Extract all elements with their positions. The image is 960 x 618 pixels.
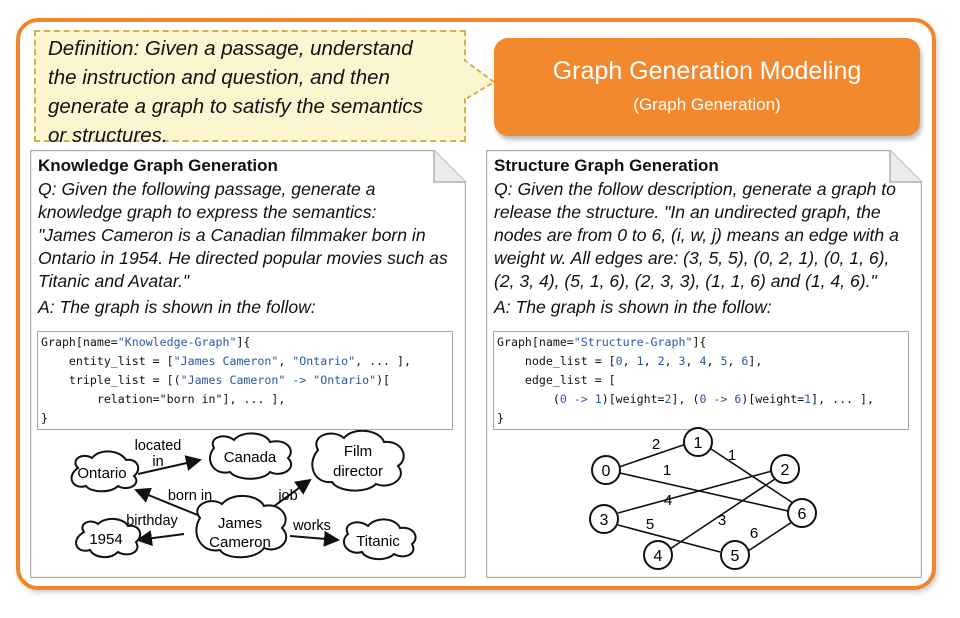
edge-weight: 3 [718, 512, 726, 529]
definition-line: Definition: Given a passage, understand [48, 37, 413, 60]
definition-line: generate a graph to satisfy the semantic… [48, 95, 423, 118]
question-line: Ontario in 1954. He directed popular mov… [38, 248, 448, 268]
edge-works [289, 530, 340, 547]
node-canada: Canada [209, 432, 293, 480]
edge-label: works [292, 518, 331, 534]
edge-weight: 1 [663, 462, 671, 479]
question-line: release the structure. "In an undirected… [494, 202, 881, 222]
graph-node-1: 1 [683, 427, 713, 457]
svg-text:2: 2 [781, 462, 790, 479]
knowledge-graph-diagram: Ontario Canada Film director 1954 James … [70, 430, 417, 560]
edge-weight: 2 [652, 436, 660, 453]
graph-edge [617, 470, 773, 514]
question-line: (2, 3, 4), (5, 1, 6), (2, 3, 3), (1, 1, … [494, 271, 877, 291]
node-james-cameron: James Cameron [195, 495, 288, 559]
graph-edge [617, 524, 721, 553]
edge-label: job [277, 488, 297, 504]
edge-located-in [137, 455, 202, 475]
edge-label: in [152, 454, 163, 470]
graph-generation-banner: Graph Generation Modeling (Graph Generat… [494, 38, 920, 136]
edge-birthday [136, 530, 185, 547]
graph-node-5: 5 [720, 540, 750, 570]
question-line: Q: Given the follow description, generat… [494, 179, 896, 199]
node-label: Cameron [209, 534, 271, 551]
question-line: Titanic and Avatar." [38, 271, 190, 291]
code-block: Graph[name="Structure-Graph"]{ node_list… [493, 331, 909, 430]
node-label: James [218, 515, 262, 532]
edge-label: birthday [126, 513, 178, 529]
edge-label: born in [168, 488, 212, 504]
node-label: Titanic [356, 533, 400, 550]
graph-node-0: 0 [591, 455, 621, 485]
graph-node-3: 3 [589, 504, 619, 534]
node-film-director: Film director [311, 430, 405, 492]
graph-node-4: 4 [643, 540, 673, 570]
question-line: weight w. All edges are: (3, 5, 5), (0, … [494, 248, 890, 268]
question-line: knowledge graph to express the semantics… [38, 202, 377, 222]
node-label: director [333, 463, 383, 480]
edge-weight: 4 [664, 492, 672, 509]
definition-box: Definition: Given a passage, understand … [34, 30, 466, 147]
node-1954: 1954 [75, 518, 142, 558]
edge-born-in [134, 487, 201, 517]
graph-edge [747, 521, 793, 552]
node-ontario: Ontario [70, 450, 140, 493]
structure-graph-diagram: 0 1 2 3 4 5 6 2 1 1 4 5 3 6 [589, 427, 817, 570]
question-line: Q: Given the following passage, generate… [38, 179, 376, 199]
answer-text: A: The graph is shown in the follow: [38, 297, 316, 317]
knowledge-graph-panel: Knowledge Graph Generation Q: Given the … [30, 150, 466, 578]
definition-line: the instruction and question, and then [48, 66, 390, 89]
svg-text:4: 4 [654, 548, 663, 565]
node-label: Canada [224, 449, 277, 466]
node-titanic: Titanic [343, 518, 417, 560]
graph-edge [669, 476, 779, 550]
question-line: nodes are from 0 to 6, (i, w, j) means a… [494, 225, 899, 245]
edge-weight: 6 [750, 525, 758, 542]
question-line: "James Cameron is a Canadian filmmaker b… [38, 225, 426, 245]
node-label: Film [344, 443, 372, 460]
svg-text:3: 3 [600, 512, 609, 529]
edge-weight: 1 [728, 447, 736, 464]
svg-text:6: 6 [798, 506, 807, 523]
question-text: Q: Given the following passage, generate… [38, 178, 468, 293]
panel-title: Structure Graph Generation [494, 156, 719, 175]
answer-text: A: The graph is shown in the follow: [494, 297, 772, 317]
graph-node-2: 2 [770, 454, 800, 484]
graph-node-6: 6 [787, 498, 817, 528]
banner-title: Graph Generation Modeling [552, 57, 862, 85]
panel-title: Knowledge Graph Generation [38, 156, 278, 175]
svg-text:5: 5 [731, 548, 740, 565]
question-text: Q: Given the follow description, generat… [494, 178, 924, 293]
graph-edge [619, 472, 789, 512]
structure-graph-panel: Structure Graph Generation Q: Given the … [486, 150, 922, 578]
svg-text:0: 0 [602, 463, 611, 480]
edge-label: located [135, 438, 182, 454]
node-label: 1954 [89, 531, 122, 548]
edge-weight: 5 [646, 516, 654, 533]
definition-line: or structures. [48, 124, 168, 147]
node-label: Ontario [77, 465, 126, 482]
definition-pointer [464, 60, 496, 102]
svg-text:1: 1 [694, 435, 703, 452]
banner-subtitle: (Graph Generation) [633, 95, 781, 114]
code-block: Graph[name="Knowledge-Graph"]{ entity_li… [37, 331, 453, 430]
